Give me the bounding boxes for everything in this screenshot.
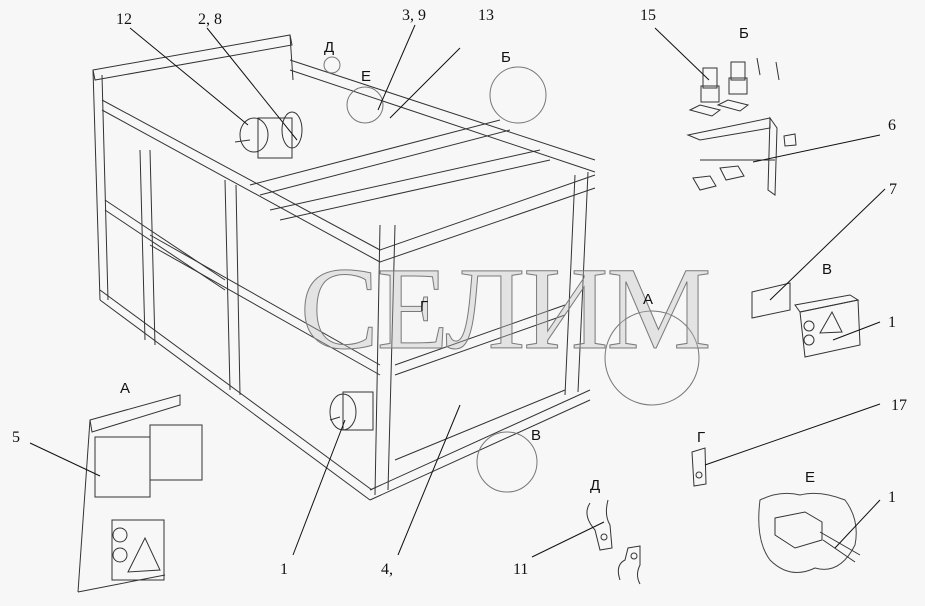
- callout-1-e: 1: [888, 489, 896, 506]
- view-g-marker: Г: [420, 298, 429, 315]
- callout-7: 7: [889, 181, 897, 198]
- motor-bottom: [329, 391, 374, 431]
- detail-b-insulators: [686, 57, 797, 196]
- detail-g-bracket: [691, 447, 707, 487]
- callout-2-8: 2, 8: [198, 11, 222, 28]
- callout-1-v: 1: [888, 314, 896, 331]
- detail-g-title: Г: [697, 429, 706, 446]
- detail-circle-v: [476, 431, 538, 493]
- callout-15: 15: [640, 7, 656, 24]
- detail-v-junction-box: [751, 282, 861, 358]
- callout-17: 17: [891, 397, 907, 414]
- detail-e-title: Е: [805, 469, 816, 486]
- detail-e-sensor: [758, 492, 861, 573]
- detail-a-title: А: [120, 380, 131, 397]
- view-a-marker: А: [643, 291, 654, 308]
- callout-4: 4,: [381, 561, 393, 578]
- callout-1-motor: 1: [280, 561, 288, 578]
- callout-11: 11: [513, 561, 529, 578]
- detail-a-panel: [77, 394, 203, 593]
- detail-circle-a: [604, 310, 700, 406]
- main-frame: [92, 34, 596, 501]
- view-b-marker: Б: [501, 49, 511, 66]
- detail-v-title: В: [822, 261, 833, 278]
- detail-circle-e: [346, 86, 384, 124]
- watermark: СЕЛИМ: [299, 243, 711, 374]
- callout-12: 12: [116, 11, 132, 28]
- callout-13: 13: [478, 7, 494, 24]
- detail-circle-b: [489, 66, 547, 124]
- view-v-marker: В: [531, 427, 542, 444]
- detail-circle-d: [323, 56, 341, 74]
- motor-top: [234, 111, 303, 159]
- callout-6: 6: [888, 117, 896, 134]
- detail-d-clamps: [586, 499, 641, 585]
- callout-5: 5: [12, 429, 20, 446]
- detail-d-title: Д: [590, 477, 601, 494]
- leader-lines: [29, 24, 886, 558]
- view-e-marker: Е: [361, 68, 372, 85]
- callout-3-9: 3, 9: [402, 7, 426, 24]
- view-d-marker: Д: [324, 39, 335, 56]
- detail-b-title: Б: [739, 25, 749, 42]
